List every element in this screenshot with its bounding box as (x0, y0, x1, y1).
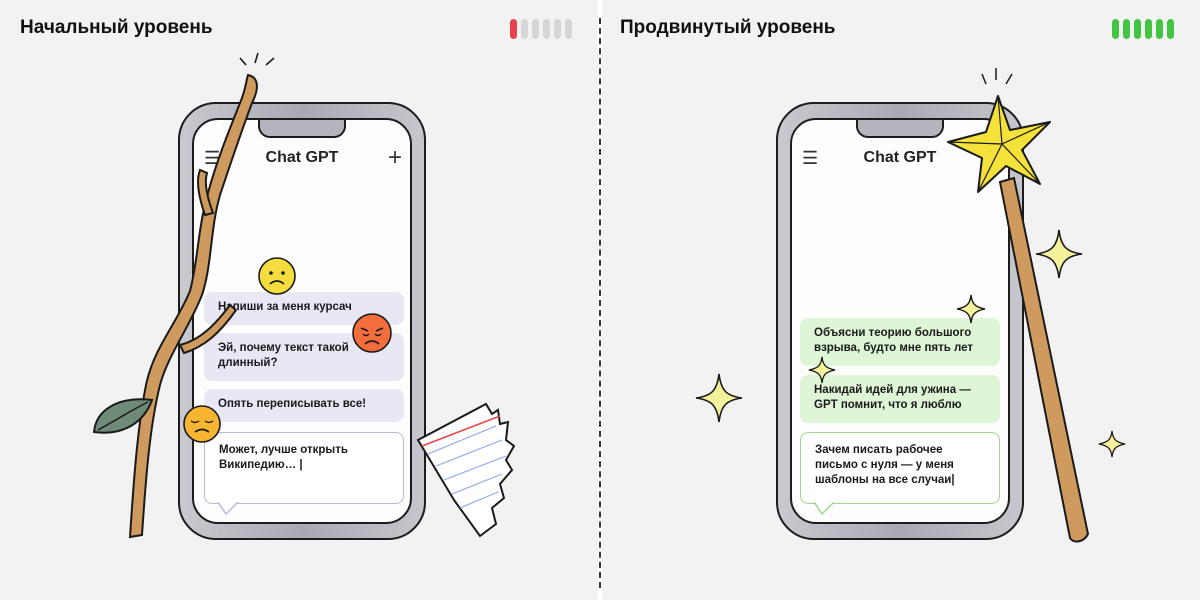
phone-notch (856, 120, 944, 138)
leaf-icon (92, 398, 154, 434)
level-bar (554, 19, 561, 39)
chat-message: Напиши за меня курсач (204, 292, 404, 325)
advanced-panel: Продвинутый уровень ☰ Chat GPT Объясни т… (602, 0, 1200, 600)
level-bar (1145, 19, 1152, 39)
beginner-level-indicator (510, 19, 572, 39)
advanced-level-indicator (1112, 19, 1174, 39)
sparkle-icon (695, 373, 743, 423)
advanced-heading: Продвинутый уровень (620, 17, 836, 38)
level-bar (510, 19, 517, 39)
level-bar (565, 19, 572, 39)
advanced-phone: ☰ Chat GPT Объясни теорию большого взрыв… (776, 102, 1024, 540)
app-title: Chat GPT (863, 149, 937, 166)
level-bar (1156, 19, 1163, 39)
sad-face-icon (258, 257, 296, 295)
input-tail (218, 502, 239, 516)
tired-face-icon (183, 405, 221, 443)
level-bar (1134, 19, 1141, 39)
level-bar (543, 19, 550, 39)
chat-input[interactable]: Может, лучше открыть Википедию… | (204, 432, 404, 504)
level-bar (1112, 19, 1119, 39)
chat-input[interactable]: Зачем писать рабочее письмо с нуля — у м… (800, 432, 1000, 504)
level-bar (1123, 19, 1130, 39)
magic-wand-icon (947, 68, 1090, 543)
sparkle-icon (956, 294, 986, 324)
sparkle-icon (808, 356, 836, 384)
panel-divider (599, 18, 601, 588)
phone-notch (258, 120, 346, 138)
app-title: Chat GPT (265, 149, 339, 166)
advanced-phone-screen: ☰ Chat GPT Объясни теорию большого взрыв… (790, 118, 1010, 524)
level-bar (521, 19, 528, 39)
menu-icon[interactable]: ☰ (204, 148, 221, 168)
wooden-stick-icon (128, 52, 275, 539)
chat-message: Объясни теорию большого взрыва, будто мн… (800, 318, 1000, 366)
beginner-phone-screen: ☰ Chat GPT + Напиши за меня курсач Эй, п… (192, 118, 412, 524)
sparkle-icon (1035, 229, 1083, 279)
angry-face-icon (352, 313, 392, 353)
torn-notebook-paper-icon (416, 402, 516, 538)
input-tail (814, 502, 835, 516)
chat-message: Накидай идей для ужина — GPT помнит, что… (800, 375, 1000, 423)
level-bar (1167, 19, 1174, 39)
new-chat-plus-icon[interactable]: + (387, 144, 402, 171)
beginner-heading: Начальный уровень (20, 17, 213, 38)
chat-message: Опять переписывать все! (204, 389, 404, 422)
menu-icon[interactable]: ☰ (802, 148, 819, 168)
beginner-panel: Начальный уровень ☰ Chat GPT + Напиши за… (0, 0, 598, 600)
level-bar (532, 19, 539, 39)
sparkle-icon (1098, 430, 1126, 458)
